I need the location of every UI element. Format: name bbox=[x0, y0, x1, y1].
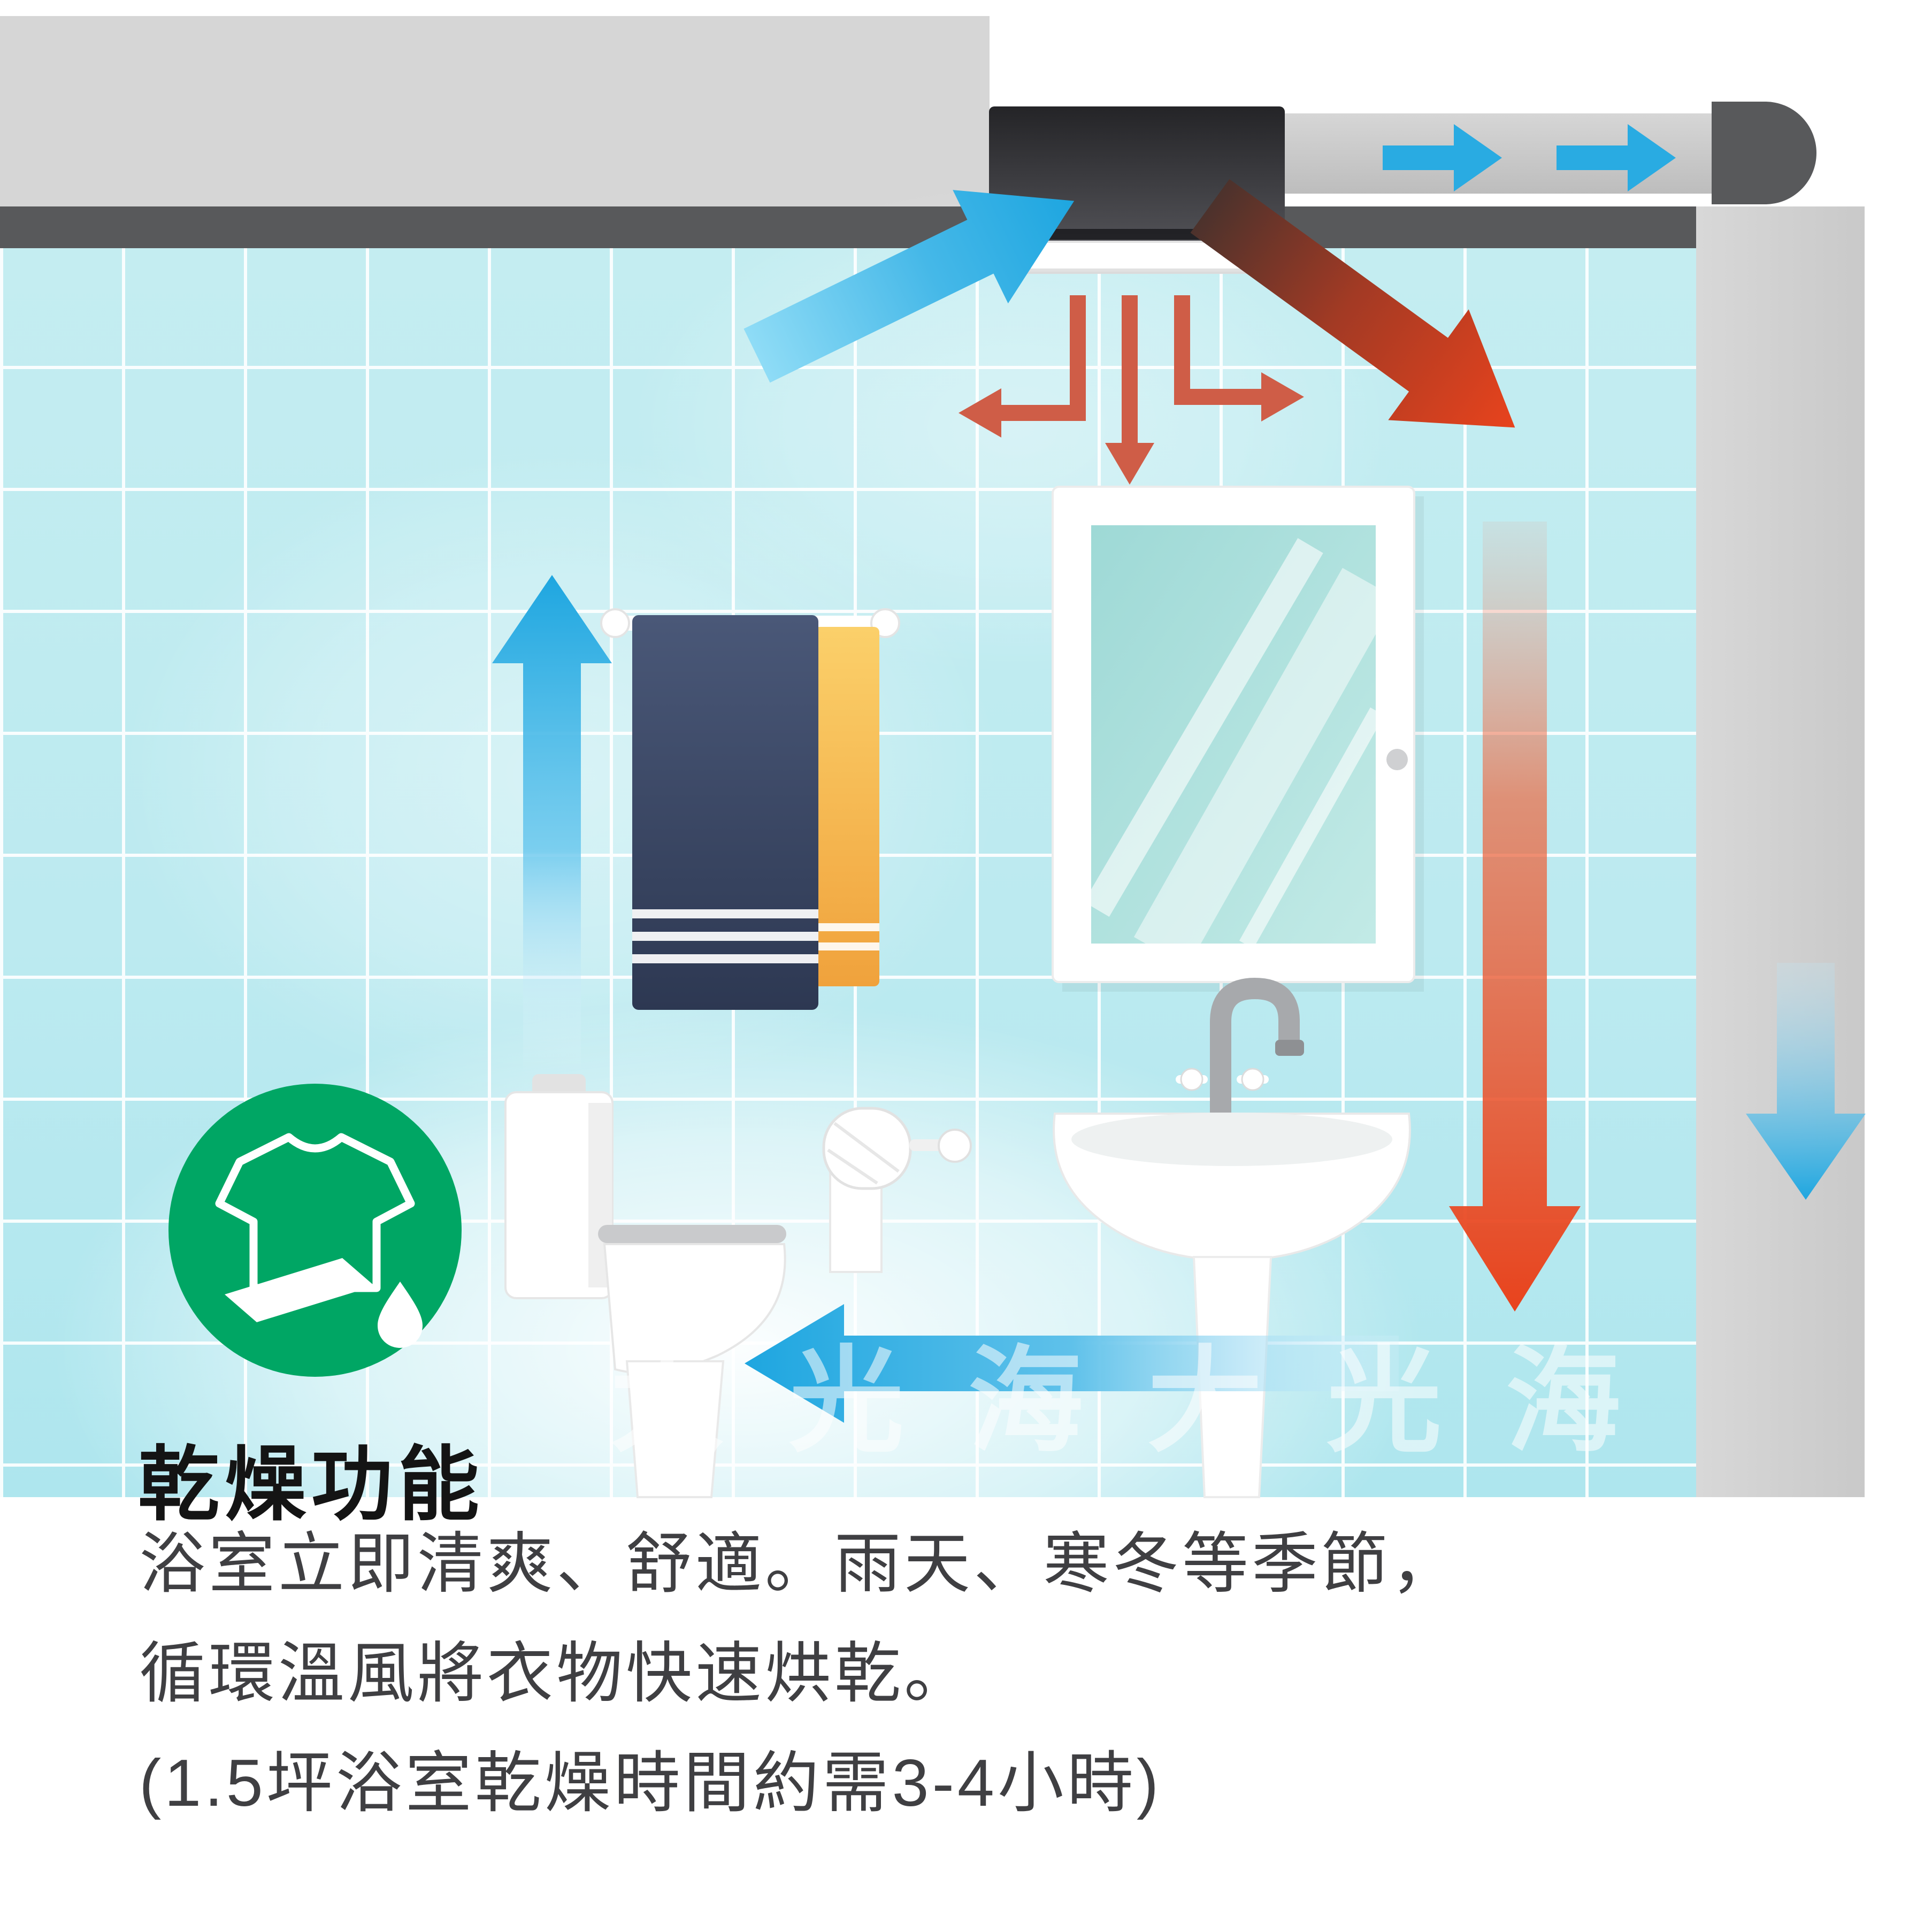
circulation-left-arrow bbox=[745, 1304, 1399, 1423]
faucet-handles bbox=[1176, 1068, 1269, 1091]
cabinet-knob bbox=[1386, 749, 1408, 770]
yellow-towel bbox=[814, 627, 879, 986]
circulation-up-arrow bbox=[492, 575, 612, 1072]
warm-air-diagonal-arrow bbox=[1190, 179, 1515, 428]
navy-towel bbox=[632, 615, 818, 1010]
faucet bbox=[1210, 977, 1300, 1123]
feature-title: 乾燥功能 bbox=[138, 1439, 485, 1530]
upper-wall bbox=[0, 16, 990, 209]
duct-end-cap bbox=[1712, 102, 1816, 204]
toilet-paper-holder bbox=[822, 1107, 972, 1273]
right-side-wall bbox=[1696, 206, 1865, 1497]
toilet bbox=[504, 1074, 786, 1498]
mirror-cabinet bbox=[1052, 486, 1424, 992]
feature-description-line: 循環溫風將衣物快速烘乾。 bbox=[139, 1637, 974, 1711]
warm-arrow-right bbox=[1174, 295, 1267, 405]
folded-cloth-icon bbox=[225, 1258, 374, 1322]
duct-airflow-arrows bbox=[1383, 124, 1676, 191]
feature-description-line: (1.5坪浴室乾燥時間約需3-4小時) bbox=[139, 1746, 1162, 1820]
arrow-right-icon bbox=[1557, 124, 1676, 191]
mirror-reflection bbox=[1091, 538, 1376, 944]
warm-air-circulation-arrows bbox=[959, 295, 1304, 485]
arrow-right-icon bbox=[1383, 124, 1502, 191]
wall-blue-down-arrow bbox=[1746, 963, 1866, 1200]
ceiling-beam bbox=[0, 206, 1696, 248]
feature-description-line: 浴室立即清爽、舒適。雨天、寒冬等季節， bbox=[139, 1527, 1461, 1601]
feature-description: 浴室立即清爽、舒適。雨天、寒冬等季節， 循環溫風將衣物快速烘乾。 (1.5坪浴室… bbox=[139, 1509, 1460, 1838]
water-drop-icon bbox=[378, 1282, 423, 1348]
exhaust-duct bbox=[1285, 102, 1816, 204]
warm-arrow-left bbox=[996, 295, 1086, 421]
warm-air-down-arrow bbox=[1449, 522, 1581, 1312]
intake-blue-arrow bbox=[743, 190, 1075, 383]
toilet-lid bbox=[598, 1225, 786, 1243]
drying-function-icon bbox=[168, 1084, 462, 1377]
